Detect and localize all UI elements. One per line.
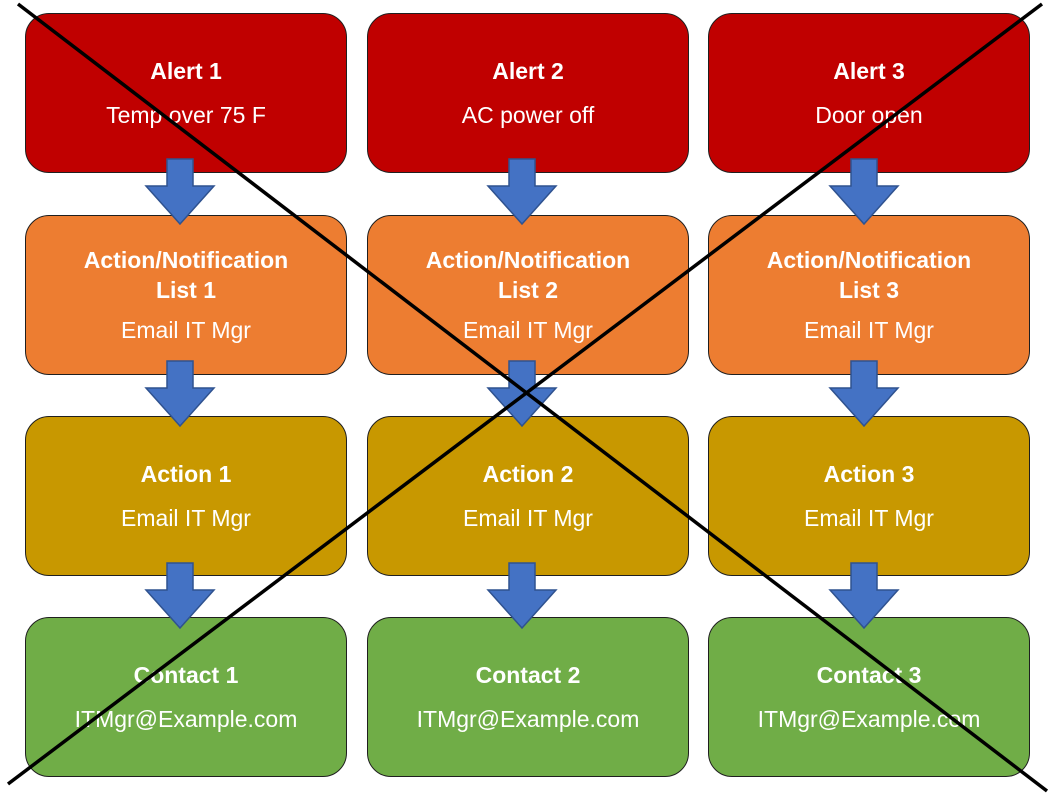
- action-3-box: Action 3 Email IT Mgr: [708, 416, 1030, 576]
- arrow-down-icon: [144, 360, 216, 428]
- action-2-title: Action 2: [482, 461, 574, 487]
- contact-1-detail: ITMgr@Example.com: [74, 706, 298, 732]
- action-list-1-box: Action/Notification List 1 Email IT Mgr: [25, 215, 347, 375]
- alert-2-title: Alert 2: [492, 58, 564, 84]
- action-1-title: Action 1: [140, 461, 232, 487]
- arrow-down-icon: [828, 360, 900, 428]
- arrow-down-icon: [486, 562, 558, 630]
- contact-1-box: Contact 1 ITMgr@Example.com: [25, 617, 347, 777]
- alert-2-box: Alert 2 AC power off: [367, 13, 689, 173]
- contact-2-title: Contact 2: [475, 662, 581, 688]
- contact-1-title: Contact 1: [133, 662, 239, 688]
- action-list-3-title: Action/Notification List 3: [766, 247, 972, 303]
- action-1-box: Action 1 Email IT Mgr: [25, 416, 347, 576]
- action-1-detail: Email IT Mgr: [121, 505, 251, 531]
- arrow-down-icon: [828, 562, 900, 630]
- contact-3-title: Contact 3: [816, 662, 922, 688]
- contact-2-box: Contact 2 ITMgr@Example.com: [367, 617, 689, 777]
- contact-3-detail: ITMgr@Example.com: [757, 706, 981, 732]
- contact-2-detail: ITMgr@Example.com: [416, 706, 640, 732]
- action-list-2-title: Action/Notification List 2: [425, 247, 631, 303]
- action-list-3-box: Action/Notification List 3 Email IT Mgr: [708, 215, 1030, 375]
- alert-3-box: Alert 3 Door open: [708, 13, 1030, 173]
- alert-2-detail: AC power off: [461, 102, 595, 128]
- action-list-1-detail: Email IT Mgr: [121, 317, 251, 343]
- action-list-2-detail: Email IT Mgr: [463, 317, 593, 343]
- alert-3-detail: Door open: [815, 102, 923, 128]
- alert-1-box: Alert 1 Temp over 75 F: [25, 13, 347, 173]
- contact-3-box: Contact 3 ITMgr@Example.com: [708, 617, 1030, 777]
- action-list-2-box: Action/Notification List 2 Email IT Mgr: [367, 215, 689, 375]
- arrow-down-icon: [486, 158, 558, 226]
- action-list-3-detail: Email IT Mgr: [804, 317, 934, 343]
- action-3-title: Action 3: [823, 461, 915, 487]
- action-list-1-title: Action/Notification List 1: [83, 247, 289, 303]
- alert-3-title: Alert 3: [833, 58, 905, 84]
- arrow-down-icon: [144, 562, 216, 630]
- alert-1-title: Alert 1: [150, 58, 222, 84]
- alert-1-detail: Temp over 75 F: [106, 102, 266, 128]
- arrow-down-icon: [144, 158, 216, 226]
- arrow-down-icon: [828, 158, 900, 226]
- action-2-box: Action 2 Email IT Mgr: [367, 416, 689, 576]
- action-2-detail: Email IT Mgr: [463, 505, 593, 531]
- action-3-detail: Email IT Mgr: [804, 505, 934, 531]
- arrow-down-icon: [486, 360, 558, 428]
